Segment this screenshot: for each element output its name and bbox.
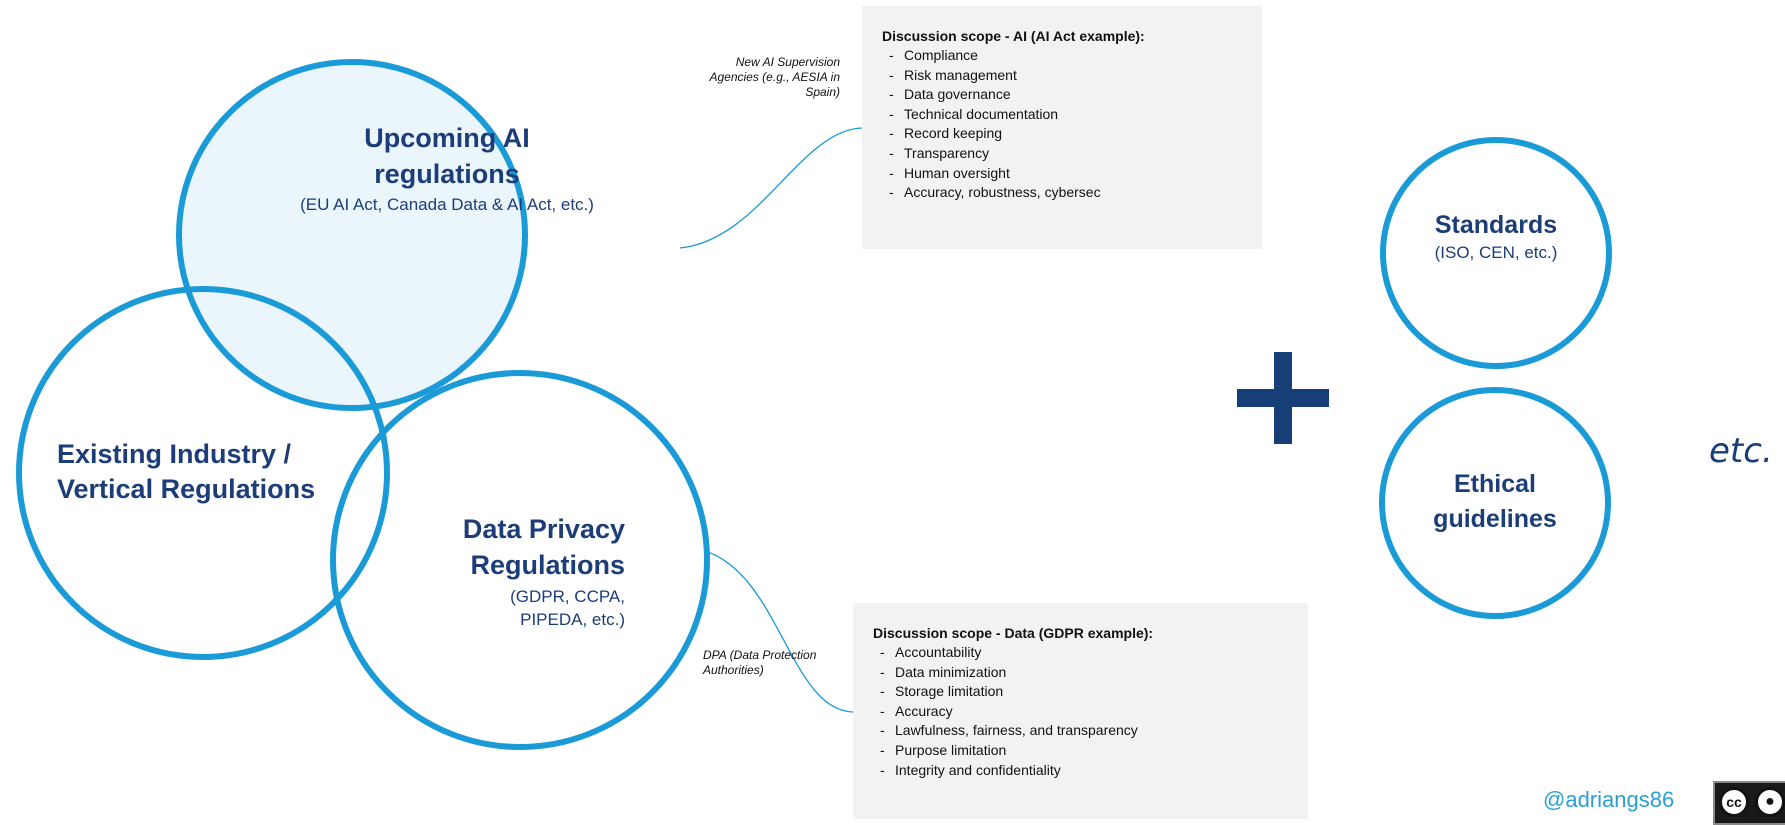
ethical-guidelines-circle [1379,387,1611,619]
ai-scope-item: Accuracy, robustness, cybersec [882,183,1252,203]
ai-scope-item: Record keeping [882,124,1252,144]
privacy-regulations-title: Data Privacy Regulations [462,514,625,580]
data-scope-item: Integrity and confidentiality [873,761,1298,781]
ai-regulations-subtitle: (EU AI Act, Canada Data & AI Act, etc.) [300,195,594,214]
standards-title: Standards [1434,211,1558,239]
author-handle[interactable]: @adriangs86 [1543,787,1675,812]
data-scope-item: Storage limitation [873,682,1298,702]
data-scope-item: Purpose limitation [873,741,1298,761]
industry-regulations-title: Existing Industry / Vertical Regulations [57,439,316,504]
standards-subtitle: (ISO, CEN, etc.) [1434,243,1558,262]
cc-license-badge[interactable]: cc ● [1713,781,1785,825]
ai-scope-item: Transparency [882,144,1252,164]
data-scope-title: Discussion scope - Data (GDPR example): [873,625,1154,641]
ai-scope-connector [679,127,863,249]
data-scope-item: Lawfulness, fairness, and transparency [873,721,1298,741]
data-scope-connector [704,550,854,713]
standards-circle [1380,137,1612,369]
privacy-regulations-label: Data Privacy Regulations (GDPR, CCPA, PI… [420,511,625,631]
ai-scope-list: Compliance Risk management Data governan… [882,46,1252,203]
ai-scope-box: Discussion scope - AI (AI Act example): … [862,6,1262,249]
ai-scope-item: Human oversight [882,164,1252,184]
data-scope-item: Data minimization [873,663,1298,683]
ethical-guidelines-label: Ethical guidelines [1410,467,1580,537]
data-scope-box: Discussion scope - Data (GDPR example): … [853,603,1308,819]
data-scope-item: Accuracy [873,702,1298,722]
ai-agencies-note: New AI Supervision Agencies (e.g., AESIA… [709,55,840,99]
privacy-regulations-subtitle: (GDPR, CCPA, PIPEDA, etc.) [510,587,625,629]
industry-regulations-circle [16,286,390,660]
privacy-regulations-circle [330,370,710,750]
ai-scope-item: Technical documentation [882,105,1252,125]
etc-text: etc. [1709,431,1773,471]
ai-scope-item: Data governance [882,85,1252,105]
ai-regulations-label: Upcoming AI regulations (EU AI Act, Cana… [292,120,602,216]
ai-scope-title: Discussion scope - AI (AI Act example): [882,28,1145,44]
plus-sign: + [1237,352,1329,444]
ethical-guidelines-title: Ethical guidelines [1433,470,1557,533]
ai-scope-item: Compliance [882,46,1252,66]
data-scope-item: Accountability [873,643,1298,663]
ai-regulations-title: Upcoming AI regulations [364,123,530,189]
industry-regulations-label: Existing Industry / Vertical Regulations [57,437,317,507]
standards-label: Standards (ISO, CEN, etc.) [1396,209,1596,265]
ai-regulations-circle [176,59,528,411]
by-icon: ● [1755,787,1785,817]
dpa-note: DPA (Data Protection Authorities) [703,648,817,677]
cc-icon: cc [1719,787,1749,817]
ai-scope-item: Risk management [882,66,1252,86]
data-scope-list: Accountability Data minimization Storage… [873,643,1298,780]
